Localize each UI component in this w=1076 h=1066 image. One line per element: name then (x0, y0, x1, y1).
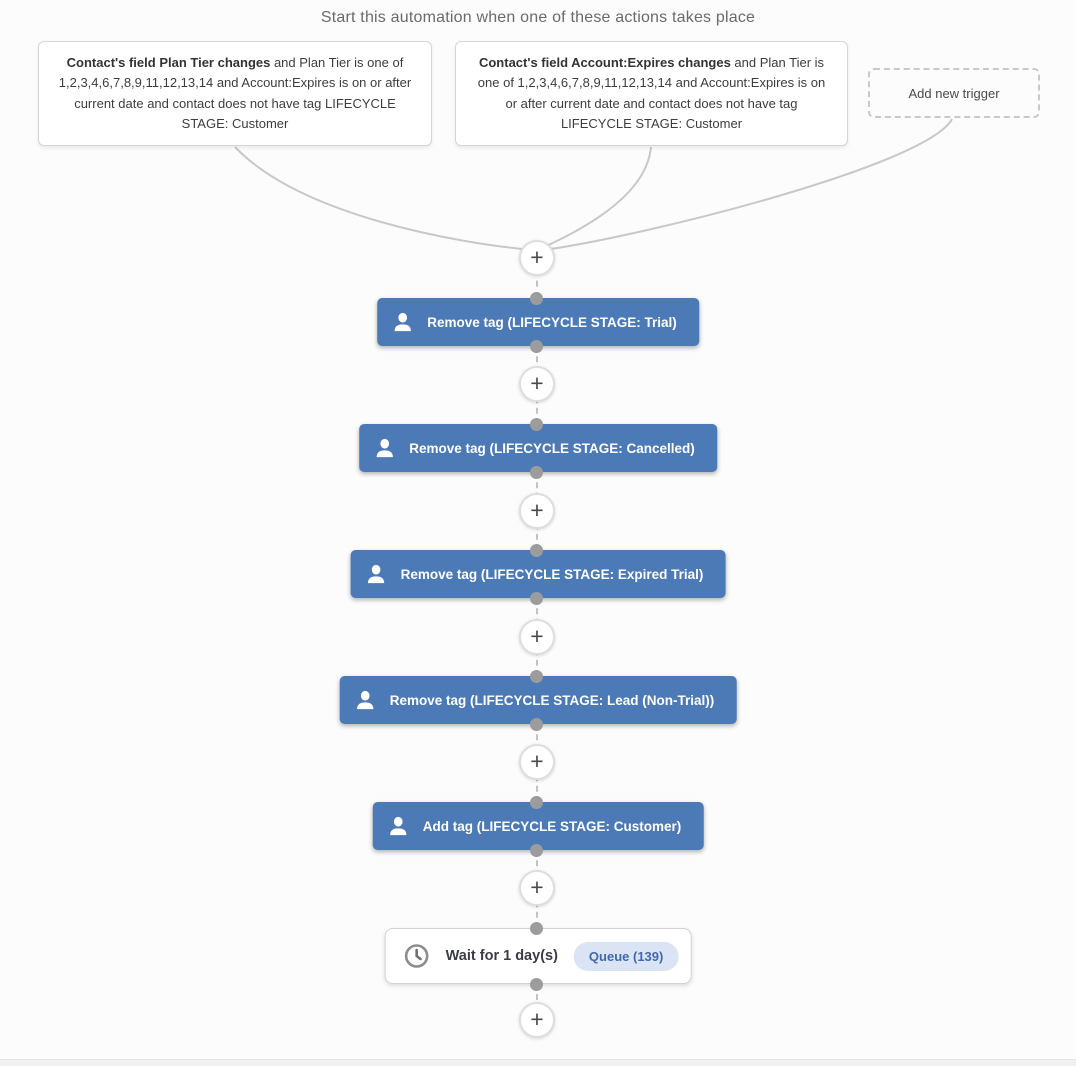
connector-curve (539, 146, 652, 250)
plus-icon: + (530, 369, 544, 396)
trigger-text: Contact's field Account:Expires changes … (474, 53, 829, 134)
page-title: Start this automation when one of these … (320, 9, 756, 26)
trigger-condition-rest: and Plan Tier is one of 1,2,3,4,6,7,8,9,… (477, 55, 826, 131)
contact-icon (357, 690, 374, 709)
action-label: Remove tag (LIFECYCLE STAGE: Cancelled) (409, 440, 695, 456)
connector-dot (530, 796, 543, 809)
action-node-remove-tag-cancelled[interactable]: Remove tag (LIFECYCLE STAGE: Cancelled) (359, 424, 717, 472)
add-action-button[interactable]: + (519, 1002, 555, 1038)
queue-badge[interactable]: Queue (139) (573, 941, 679, 971)
contact-icon (394, 312, 411, 331)
trigger-text: Contact's field Plan Tier changes and Pl… (57, 53, 413, 134)
connector-dot (530, 922, 543, 935)
add-action-button[interactable]: + (519, 870, 555, 906)
action-node-remove-tag-lead-non-trial[interactable]: Remove tag (LIFECYCLE STAGE: Lead (Non-T… (339, 676, 737, 724)
wait-node[interactable]: Wait for 1 day(s) Queue (139) (384, 928, 692, 984)
add-action-button[interactable]: + (519, 366, 555, 402)
add-new-trigger-label: Add new trigger (908, 85, 1000, 101)
trigger-condition-bold: Contact's field Plan Tier changes (66, 55, 271, 71)
connector-dot (530, 292, 543, 305)
connector-dot (530, 844, 543, 857)
trigger-node-account-expires[interactable]: Contact's field Account:Expires changes … (455, 41, 848, 146)
connector-dot (530, 340, 543, 353)
action-node-remove-tag-expired-trial[interactable]: Remove tag (LIFECYCLE STAGE: Expired Tri… (350, 550, 726, 598)
plus-icon: + (530, 622, 544, 649)
action-label: Add tag (LIFECYCLE STAGE: Customer) (422, 818, 682, 834)
add-action-button[interactable]: + (519, 619, 555, 655)
plus-icon: + (530, 1005, 544, 1032)
plus-icon: + (530, 873, 544, 900)
plus-icon: + (530, 496, 544, 523)
trigger-node-plan-tier[interactable]: Contact's field Plan Tier changes and Pl… (38, 41, 432, 146)
action-node-add-tag-customer[interactable]: Add tag (LIFECYCLE STAGE: Customer) (372, 802, 704, 850)
bottom-edge (0, 1059, 1076, 1066)
contact-icon (367, 564, 385, 583)
action-label: Remove tag (LIFECYCLE STAGE: Lead (Non-T… (389, 692, 715, 708)
connector-line (536, 258, 538, 298)
action-label: Remove tag (LIFECYCLE STAGE: Trial) (427, 314, 677, 330)
connector-dot (530, 544, 543, 557)
plus-icon: + (530, 243, 544, 270)
connector-dot (530, 718, 543, 731)
connector-curve (543, 118, 953, 251)
action-node-remove-tag-trial[interactable]: Remove tag (LIFECYCLE STAGE: Trial) (377, 298, 699, 346)
add-action-button[interactable]: + (519, 493, 555, 529)
connector-curve (234, 146, 533, 251)
wait-label: Wait for 1 day(s) (445, 948, 558, 964)
connector-dot (530, 592, 543, 605)
connector-dot (530, 418, 543, 431)
add-new-trigger-button[interactable]: Add new trigger (868, 68, 1040, 118)
connector-dot (530, 978, 543, 991)
add-action-button[interactable]: + (519, 744, 555, 780)
contact-icon (376, 438, 393, 457)
contact-icon (390, 816, 407, 835)
plus-icon: + (530, 747, 544, 774)
clock-icon (404, 944, 429, 968)
trigger-condition-rest: and Plan Tier is one of 1,2,3,4,6,7,8,9,… (58, 55, 412, 131)
connector-dot (530, 466, 543, 479)
connector-dot (530, 670, 543, 683)
add-action-button[interactable]: + (519, 240, 555, 276)
action-label: Remove tag (LIFECYCLE STAGE: Expired Tri… (400, 566, 704, 582)
trigger-condition-bold: Contact's field Account:Expires changes (478, 55, 731, 71)
